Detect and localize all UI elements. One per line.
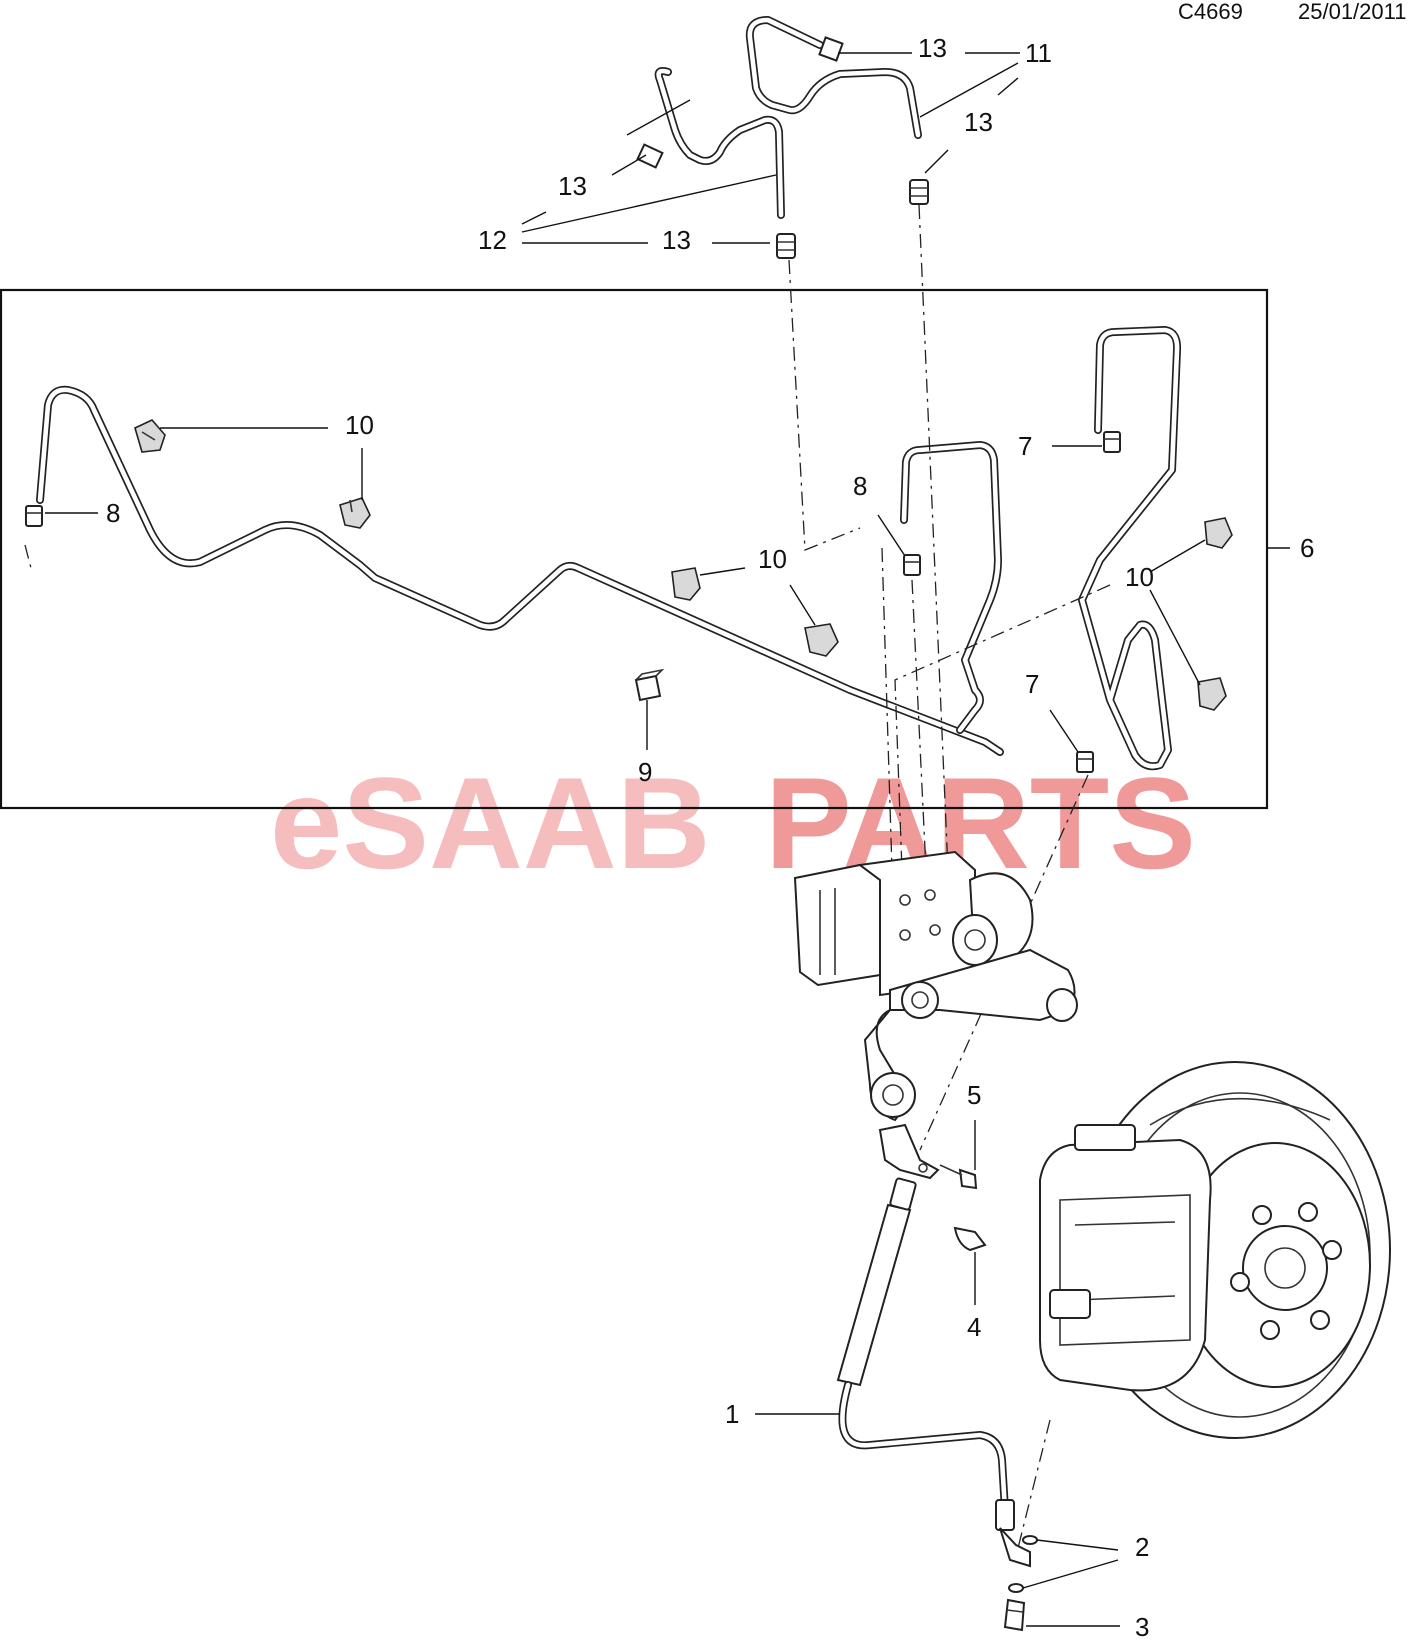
abs-modulator — [793, 850, 1078, 1122]
callout-10-a: 10 — [345, 410, 374, 440]
clip-4 — [953, 1226, 987, 1252]
callout-10-c: 10 — [758, 544, 787, 574]
clip-10-f — [1197, 677, 1227, 711]
fitting-7-lower — [1076, 751, 1094, 773]
watermark-esaab: eSAAB — [270, 750, 711, 896]
callout-13-left: 13 — [558, 171, 587, 201]
pipe-group-frame — [0, 288, 1269, 810]
clip-10-a — [134, 419, 166, 453]
drawing-code: C4669 — [1178, 0, 1243, 24]
callout-1: 1 — [725, 1399, 739, 1429]
callout-7-lower: 7 — [1025, 669, 1039, 699]
rear-brake-pipe — [36, 385, 1004, 756]
clip-10-e — [1204, 517, 1233, 549]
callout-11: 11 — [1025, 38, 1052, 68]
callout-13-bottom: 13 — [662, 225, 691, 255]
callout-8-left: 8 — [106, 498, 120, 528]
drawing-date: 25/01/2011 — [1298, 0, 1406, 24]
brake-disc-caliper — [1039, 1061, 1391, 1439]
brake-pipe-12 — [636, 67, 796, 259]
callout-6: 6 — [1300, 533, 1314, 563]
clip-10-b — [339, 497, 371, 529]
spacer-9 — [634, 668, 665, 702]
brake-hose-1 — [836, 1177, 1031, 1568]
callout-3: 3 — [1135, 1612, 1149, 1639]
bracket — [878, 1123, 940, 1180]
callout-8-center: 8 — [853, 471, 867, 501]
clip-10-d — [804, 623, 839, 657]
fitting-7-upper — [1103, 431, 1121, 453]
callout-13-top: 13 — [918, 33, 947, 63]
callout-5: 5 — [967, 1080, 981, 1110]
callout-10-b: 10 — [1125, 562, 1154, 592]
brake-pipe-11 — [745, 16, 929, 205]
banjo-bolt-3 — [1003, 1598, 1026, 1632]
fitting-8-center — [903, 554, 921, 576]
callout-12: 12 — [478, 225, 507, 255]
callout-2: 2 — [1135, 1532, 1149, 1562]
fitting-8-left — [25, 505, 43, 527]
watermark: eSAAB PARTS — [270, 750, 1196, 896]
callout-13-right: 13 — [964, 107, 993, 137]
callout-4: 4 — [967, 1312, 981, 1342]
callout-9: 9 — [638, 757, 652, 787]
callout-7-upper: 7 — [1018, 431, 1032, 461]
middle-brake-pipe — [900, 441, 1002, 734]
bolt-5 — [939, 1164, 978, 1190]
right-brake-pipe — [1078, 326, 1182, 771]
clip-10-c — [671, 567, 701, 601]
